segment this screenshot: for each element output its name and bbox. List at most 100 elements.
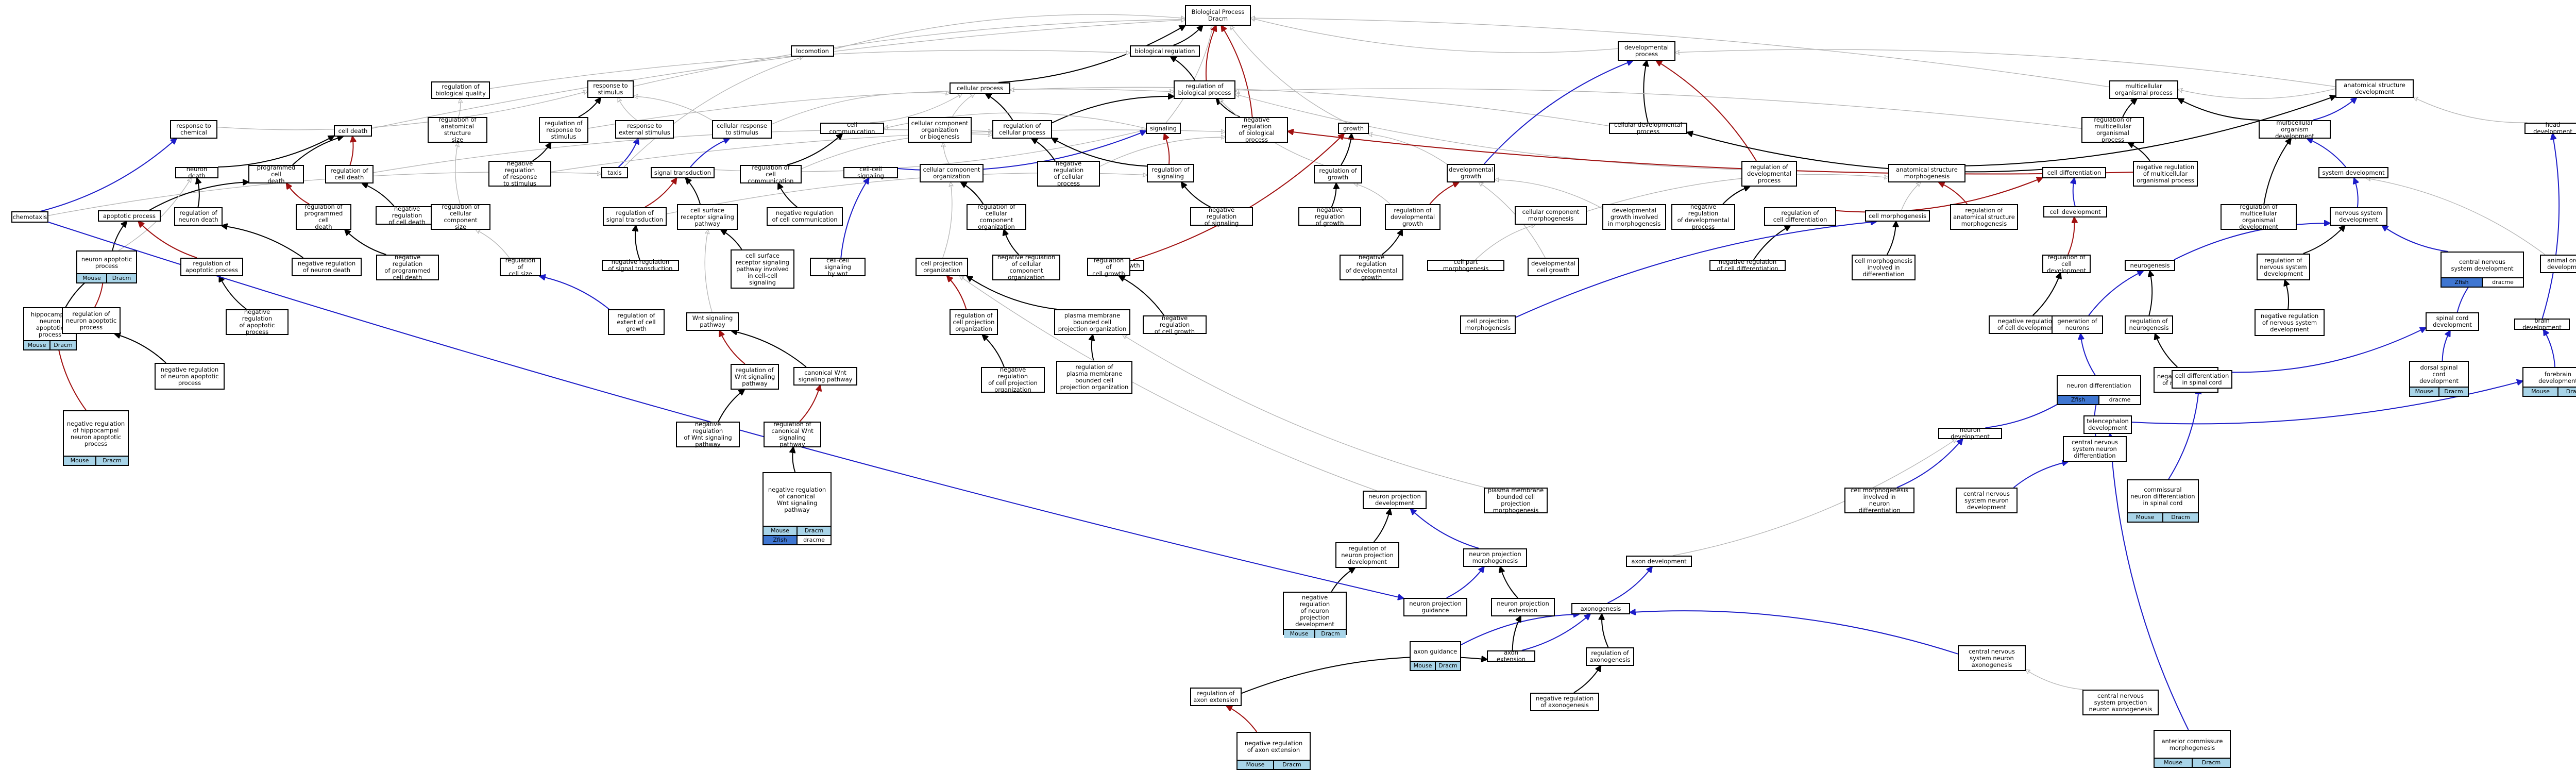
- go-term-headdev[interactable]: head development: [2524, 122, 2576, 135]
- go-term-negregneurondeath[interactable]: negative regulation of neuron death: [292, 258, 362, 276]
- go-term-multiorg[interactable]: multicellular organismal process: [2109, 80, 2178, 99]
- go-term-respstim[interactable]: response to stimulus: [587, 80, 634, 98]
- go-term-ccob[interactable]: cellular component organization or bioge…: [908, 117, 972, 143]
- go-term-negregaxonogen[interactable]: negative regulation of axonogenesis: [1530, 693, 1599, 711]
- go-term-telencephalon[interactable]: telencephalon development: [2083, 415, 2132, 434]
- go-term-regmultiorg[interactable]: regulation of multicellular organismal p…: [2081, 116, 2144, 143]
- species-tag-mouse[interactable]: Mouse: [1411, 662, 1435, 670]
- go-term-anatmorph[interactable]: anatomical structure morphogenesis: [1888, 164, 1965, 182]
- go-term-regcellproc[interactable]: regulation of cellular process: [992, 120, 1052, 139]
- go-term-regneuronapop[interactable]: regulation of neuron apoptotic process: [62, 307, 121, 334]
- go-term-celldev[interactable]: cell development: [2043, 206, 2107, 217]
- go-term-regbioqual[interactable]: regulation of biological quality: [431, 81, 490, 99]
- go-term-regcelldeath[interactable]: regulation of cell death: [325, 165, 374, 183]
- go-term-neurogenesis[interactable]: neurogenesis: [2125, 260, 2175, 271]
- go-term-ccorg[interactable]: cellular component organization: [920, 164, 984, 182]
- go-term-negregsignaling[interactable]: negative regulation of signaling: [1190, 206, 1253, 226]
- species-tag-dr[interactable]: Dracm: [49, 341, 76, 349]
- go-term-spinalcorddev[interactable]: spinal cord development: [2426, 312, 2479, 331]
- go-term-sysdev[interactable]: system development: [2318, 167, 2388, 178]
- go-term-regsignaling[interactable]: regulation of signaling: [1147, 164, 1194, 182]
- species-tag-mouse[interactable]: Mouse: [764, 527, 796, 535]
- species-tag-mouse[interactable]: Mouse: [1238, 761, 1273, 769]
- go-term-neurondeath[interactable]: neuron death: [175, 166, 218, 179]
- species-tag-zfin[interactable]: Zfish: [764, 536, 796, 544]
- go-term-neuronprojdev[interactable]: neuron projection development: [1363, 491, 1427, 509]
- go-term-negregcelldeath[interactable]: negative regulation of cell death: [376, 205, 438, 225]
- go-term-cellprojorg[interactable]: cell projection organization: [916, 258, 968, 276]
- go-term-devproc[interactable]: developmental process: [1618, 41, 1675, 61]
- species-tag-mouse[interactable]: Mouse: [64, 457, 95, 465]
- go-term-nervsysdev[interactable]: nervous system development: [2330, 207, 2387, 226]
- go-term-regaxonogen[interactable]: regulation of axonogenesis: [1586, 647, 1634, 666]
- go-term-reganatsize[interactable]: regulation of anatomical structure size: [428, 116, 487, 143]
- go-term-regwnt[interactable]: regulation of Wnt signaling pathway: [731, 364, 779, 390]
- go-term-regrespstim[interactable]: regulation of response to stimulus: [539, 117, 588, 143]
- species-tag-dr[interactable]: Dracm: [2192, 759, 2230, 767]
- go-term-regdevgrowth[interactable]: regulation of developmental growth: [1385, 204, 1440, 230]
- go-term-regpmbcpo[interactable]: regulation of plasma membrane bounded ce…: [1056, 361, 1132, 394]
- go-term-neuronprojguid[interactable]: neuron projection guidance: [1403, 598, 1467, 616]
- go-term-negregbp[interactable]: negative regulation of biological proces…: [1225, 116, 1288, 143]
- go-term-regapop[interactable]: regulation of apoptotic process: [180, 258, 243, 276]
- go-term-bp[interactable]: Biological Process Dracm: [1185, 5, 1251, 26]
- go-term-negregcellproc[interactable]: negative regulation of cellular process: [1037, 160, 1100, 187]
- go-term-sigtrans[interactable]: signal transduction: [651, 167, 715, 178]
- go-term-pmbcpo[interactable]: plasma membrane bounded cell projection …: [1054, 309, 1130, 335]
- species-tag-mouse[interactable]: Mouse: [1284, 630, 1314, 638]
- go-term-negregneuronprojdev[interactable]: negative regulation of neuron projection…: [1283, 592, 1347, 638]
- go-term-cnsaxonogen[interactable]: central nervous system neuron axonogenes…: [1958, 645, 2026, 671]
- go-term-negregmultiorg[interactable]: negative regulation of multicellular org…: [2133, 161, 2198, 187]
- go-term-regaxonext[interactable]: regulation of axon extension: [1190, 688, 1242, 706]
- go-term-ccsigwnt[interactable]: cell-cell signaling by wnt: [810, 257, 866, 277]
- go-term-regcellcomm[interactable]: regulation of cell communication: [740, 164, 802, 184]
- go-term-regsigtrans[interactable]: regulation of signal transduction: [603, 207, 667, 226]
- go-term-regprogcelldeath[interactable]: regulation of programmed cell death: [296, 204, 351, 230]
- go-term-multiorgdev[interactable]: multicellular organism development: [2259, 119, 2331, 139]
- go-term-regccsize[interactable]: regulation of cellular component size: [431, 204, 490, 230]
- species-tag-zfin[interactable]: Zfish: [2058, 396, 2098, 404]
- go-term-taxis[interactable]: taxis: [601, 167, 628, 178]
- go-term-celldeath[interactable]: cell death: [334, 125, 372, 137]
- go-term-negregapop[interactable]: negative regulation of apoptotic process: [226, 309, 289, 336]
- species-tag-zfin[interactable]: Zfish: [2442, 278, 2482, 287]
- species-tag-mouse[interactable]: Mouse: [2128, 513, 2162, 522]
- go-term-neuronprojmorph[interactable]: neuron projection morphogenesis: [1463, 548, 1527, 567]
- go-term-regcelldev[interactable]: regulation of cell development: [2042, 254, 2091, 274]
- go-term-braindev[interactable]: brain development: [2514, 317, 2570, 331]
- go-term-regnervsysdev[interactable]: regulation of nervous system development: [2257, 254, 2310, 280]
- species-tag-dr[interactable]: Dracm: [2438, 388, 2468, 396]
- go-term-negregccorg[interactable]: negative regulation of cellular componen…: [992, 254, 1060, 281]
- go-term-growth[interactable]: growth: [1338, 123, 1369, 134]
- go-term-neuronprojext[interactable]: neuron projection extension: [1491, 598, 1555, 616]
- go-term-chemotaxis[interactable]: chemotaxis: [11, 211, 48, 223]
- go-term-cellcellsig[interactable]: cell-cell signaling: [843, 166, 898, 179]
- go-term-canonwnt[interactable]: canonical Wnt signaling pathway: [793, 367, 857, 386]
- go-term-cnsprojaxon[interactable]: central nervous system projection neuron…: [2082, 690, 2159, 715]
- go-term-reggrowth[interactable]: regulation of growth: [1314, 165, 1362, 183]
- go-term-negregprogcelldeath[interactable]: negative regulation of programmed cell d…: [376, 254, 439, 281]
- go-term-genneurons[interactable]: generation of neurons: [2052, 315, 2103, 334]
- go-term-progcelldeath[interactable]: programmed cell death: [248, 164, 304, 184]
- go-term-negregneuronapop[interactable]: negative regulation of neuron apoptotic …: [155, 363, 225, 390]
- go-term-negregcellprojorg[interactable]: negative regulation of cell projection o…: [981, 366, 1045, 393]
- go-term-devgrowthmorph[interactable]: developmental growth involved in morphog…: [1602, 204, 1666, 230]
- go-term-commissural[interactable]: commissural neuron differentiation in sp…: [2127, 479, 2199, 523]
- go-term-cnsneurondiff[interactable]: central nervous system neuron differenti…: [2063, 436, 2127, 462]
- go-term-celldevproc[interactable]: cellular developmental process: [1609, 122, 1687, 135]
- go-term-axonext[interactable]: axon extension: [1487, 649, 1535, 663]
- go-term-axondev[interactable]: axon development: [1626, 556, 1692, 567]
- go-term-celldiffspinal[interactable]: cell differentiation in spinal cord: [2172, 370, 2232, 389]
- go-term-regextgrowth[interactable]: regulation of extent of cell growth: [608, 309, 665, 335]
- go-term-regcellgrowth[interactable]: regulation of cell growth: [1087, 257, 1130, 277]
- species-tag-dr[interactable]: Dracm: [106, 274, 136, 282]
- go-term-cellmorphdiff[interactable]: cell morphogenesis involved in different…: [1852, 255, 1916, 280]
- go-term-regneurondeath[interactable]: regulation of neuron death: [174, 207, 223, 226]
- go-term-negreghippoapop[interactable]: negative regulation of hippocampal neuro…: [63, 410, 129, 466]
- go-term-cellprojmorph[interactable]: cell projection morphogenesis: [1460, 315, 1516, 334]
